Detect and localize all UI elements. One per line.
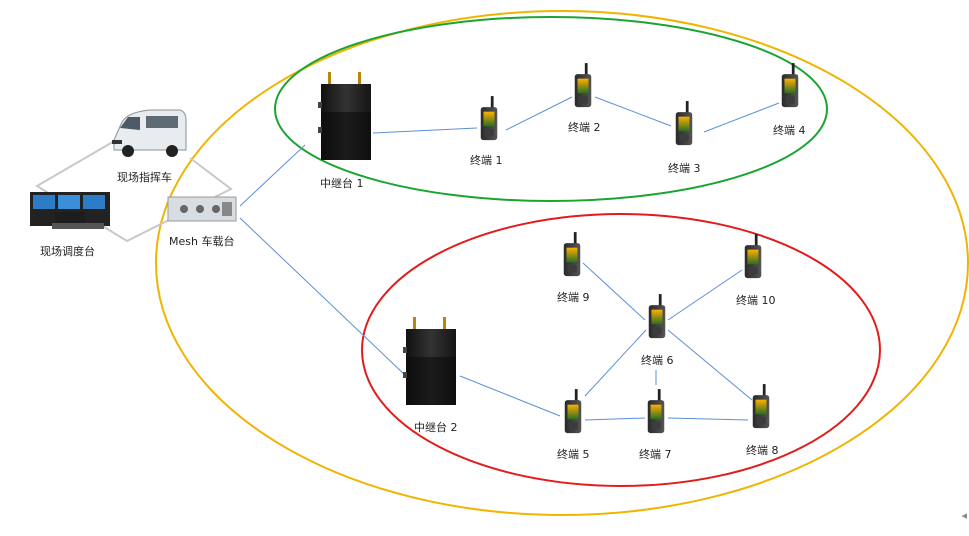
handheld-radio-icon [647, 389, 665, 434]
terminal-7: 终端 7 [639, 389, 672, 461]
relay-box-icon [403, 317, 456, 405]
scroll-left-icon[interactable]: ◂ [961, 509, 967, 522]
terminal-4-label: 终端 4 [773, 123, 806, 137]
mesh-vehicle-label: Mesh 车载台 [169, 234, 234, 248]
link-relay1-t1 [372, 127, 478, 134]
terminal-6: 终端 6 [641, 294, 674, 367]
link-mesh-relay1 [239, 144, 306, 207]
terminal-9: 终端 9 [557, 232, 590, 304]
link-t7-t8 [667, 417, 749, 421]
mesh-links [239, 96, 780, 421]
command-vehicle-label: 现场指挥车 [117, 170, 172, 184]
link-t9-t6 [582, 262, 646, 321]
terminal-4: 终端 4 [773, 63, 806, 137]
terminal-3: 终端 3 [668, 101, 701, 175]
terminal-3-label: 终端 3 [668, 161, 701, 175]
outer-network-boundary [155, 10, 969, 516]
handheld-radio-icon [574, 63, 592, 108]
dispatch-console-label: 现场调度台 [40, 244, 95, 258]
handheld-radio-icon [564, 389, 582, 434]
backbone-link [35, 135, 233, 243]
terminal-2-label: 终端 2 [568, 120, 601, 134]
handheld-radio-icon [675, 101, 693, 146]
terminal-1: 终端 1 [470, 96, 503, 167]
link-t6-t10 [667, 269, 743, 321]
dispatch-console: 现场调度台 [30, 192, 110, 258]
relay-1: 中继台 1 [318, 72, 371, 190]
group-1-boundary [274, 16, 828, 202]
terminal-5: 终端 5 [557, 389, 590, 461]
link-t2-t3 [594, 96, 672, 127]
terminal-5-label: 终端 5 [557, 447, 590, 461]
link-mesh-relay2 [239, 217, 406, 376]
link-relay2-t5 [459, 375, 561, 417]
terminal-2: 终端 2 [568, 63, 601, 134]
terminal-8: 终端 8 [746, 384, 779, 457]
handheld-radio-icon [744, 234, 762, 279]
laptop-console-icon [30, 192, 110, 229]
terminal-6-label: 终端 6 [641, 353, 674, 367]
link-t3-t4 [703, 102, 780, 133]
terminal-1-label: 终端 1 [470, 153, 503, 167]
link-t6-t8 [667, 329, 753, 401]
terminal-8-label: 终端 8 [746, 443, 779, 457]
handheld-radio-icon [563, 232, 581, 277]
handheld-radio-icon [480, 96, 498, 141]
handheld-radio-icon [752, 384, 770, 429]
mesh-vehicle-radio: Mesh 车载台 [167, 196, 237, 248]
terminal-10-label: 终端 10 [736, 293, 776, 307]
terminal-10: 终端 10 [736, 234, 776, 307]
van-icon [112, 109, 187, 157]
relay-1-label: 中继台 1 [320, 176, 364, 190]
terminal-9-label: 终端 9 [557, 290, 590, 304]
group-2-boundary [361, 213, 881, 487]
link-t5-t6 [584, 329, 647, 397]
link-t5-t7 [584, 417, 646, 421]
link-t1-t2 [505, 96, 573, 131]
command-vehicle: 现场指挥车 [112, 109, 187, 184]
handheld-radio-icon [781, 63, 799, 108]
handheld-radio-icon [648, 294, 666, 339]
mesh-radio-icon [167, 196, 237, 222]
relay-2-label: 中继台 2 [414, 420, 458, 434]
relay-box-icon [318, 72, 371, 160]
terminal-7-label: 终端 7 [639, 447, 672, 461]
relay-2: 中继台 2 [403, 317, 458, 434]
